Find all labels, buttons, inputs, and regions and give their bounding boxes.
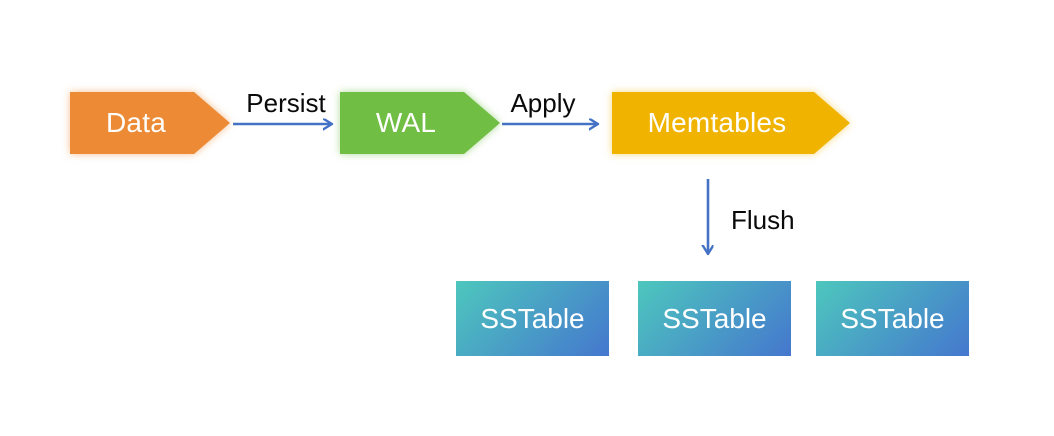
sstable-1-label: SSTable bbox=[480, 302, 585, 334]
node-memtables-label: Memtables bbox=[647, 107, 787, 138]
data-pentagon-shape: Data bbox=[70, 92, 230, 154]
node-wal-label: WAL bbox=[375, 107, 437, 138]
sstable-3-label: SSTable bbox=[840, 302, 945, 334]
persist-edge-label: Persist bbox=[246, 88, 326, 118]
flush-edge-label: Flush bbox=[731, 205, 795, 235]
node-wal: WAL bbox=[340, 92, 500, 154]
node-memtables: Memtables bbox=[612, 92, 850, 154]
memtables-pentagon-shape: Memtables bbox=[612, 92, 850, 154]
node-sstable-2: SSTable bbox=[638, 281, 791, 356]
node-data-label: Data bbox=[106, 107, 166, 138]
node-data: Data bbox=[70, 92, 230, 154]
sstable-2-label: SSTable bbox=[662, 302, 767, 334]
node-sstable-3: SSTable bbox=[816, 281, 969, 356]
node-sstable-1: SSTable bbox=[456, 281, 609, 356]
apply-edge-label: Apply bbox=[510, 88, 576, 118]
wal-pentagon-shape: WAL bbox=[340, 92, 500, 154]
